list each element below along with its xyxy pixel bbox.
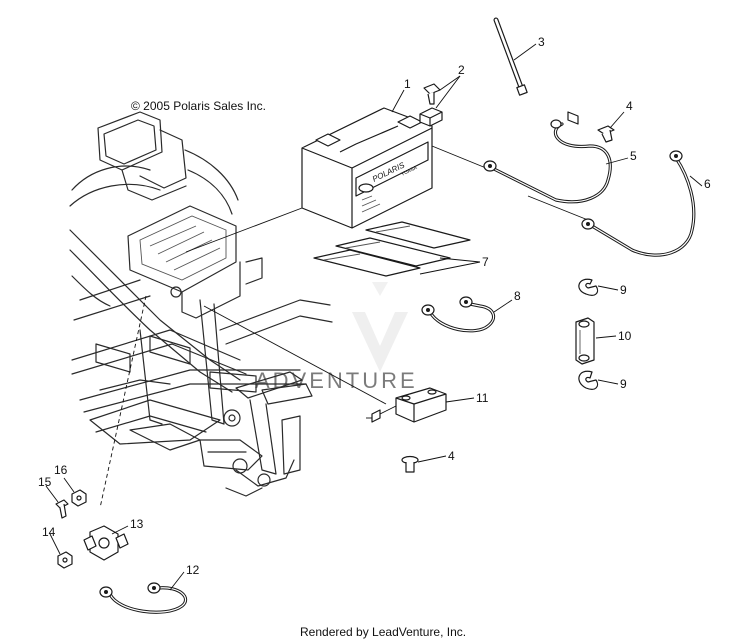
nut-14: [57, 551, 73, 569]
callout-4-upper: 4: [626, 99, 633, 113]
callout-1: 1: [404, 77, 411, 91]
vent-tube: [493, 17, 528, 96]
atv-frame: [69, 111, 333, 497]
battery-pads: [313, 221, 471, 277]
callout-labels: 1 2 3 4 5 6 7 8 9 10 9 11 4 12 13 14 15 …: [38, 35, 711, 577]
bolt-lower: [401, 455, 419, 473]
callout-10: 10: [618, 329, 632, 343]
bolt-upper: [597, 125, 615, 143]
terminal-bolt: [423, 83, 441, 105]
callout-14: 14: [42, 525, 56, 539]
clip-lower: [578, 370, 599, 390]
callout-4-lower: 4: [448, 449, 455, 463]
callout-9-lower: 9: [620, 377, 627, 391]
ground-cable-8: [421, 296, 496, 333]
callout-6: 6: [704, 177, 711, 191]
callout-15: 15: [38, 475, 52, 489]
terminal-nut: [419, 107, 443, 127]
callout-7: 7: [482, 255, 489, 269]
callout-13: 13: [130, 517, 144, 531]
battery-strap: [575, 317, 595, 365]
callout-9-upper: 9: [620, 283, 627, 297]
callout-2: 2: [458, 63, 465, 77]
tie-line-module: [203, 305, 387, 405]
tie-line-ground: [99, 295, 147, 509]
callout-8: 8: [514, 289, 521, 303]
battery: POLARIS YUASA: [301, 107, 433, 229]
watermark-logo: ADVENTURE: [255, 282, 418, 393]
callout-11: 11: [476, 391, 489, 405]
footer-credit: Rendered by LeadVenture, Inc.: [300, 625, 466, 639]
battery-cable-6: [581, 150, 696, 257]
callout-12: 12: [186, 563, 200, 577]
copyright-text: © 2005 Polaris Sales Inc.: [131, 99, 266, 113]
callout-leaders: [45, 43, 703, 591]
nut-16: [71, 489, 87, 507]
tie-line-cable-b: [527, 195, 589, 221]
battery-cable-5: [483, 111, 612, 204]
callout-5: 5: [630, 149, 637, 163]
tie-line-cable: [431, 145, 487, 169]
callout-16: 16: [54, 463, 68, 477]
screw-15: [55, 499, 69, 519]
callout-3: 3: [538, 35, 545, 49]
watermark-text: ADVENTURE: [255, 368, 418, 393]
ground-cable-12: [99, 582, 188, 614]
ground-bracket: [83, 525, 129, 561]
tie-line-tray: [185, 207, 303, 253]
module: [366, 387, 447, 423]
clip-upper: [578, 278, 599, 296]
